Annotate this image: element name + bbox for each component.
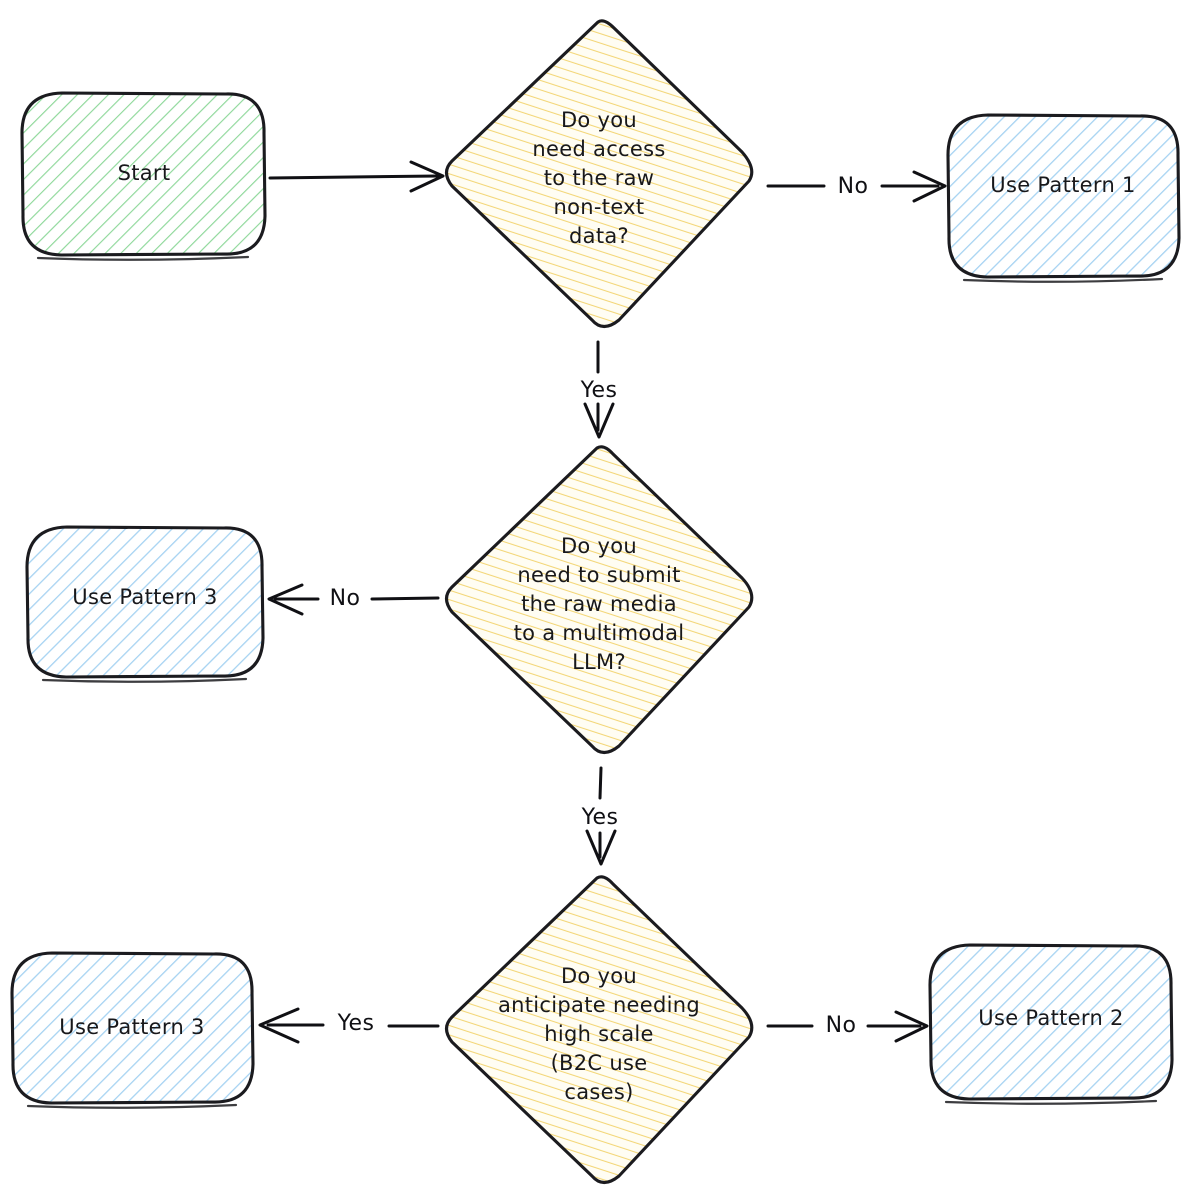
decision2-fill [446,446,752,753]
decision2-line-0: Do you [561,534,637,558]
start-shadow [36,255,250,261]
decision1-fill [446,20,752,327]
node-pattern3-bottom[interactable]: Use Pattern 3 [10,951,255,1109]
edge-d3no-arrowhead [894,1010,929,1043]
decision1-line-0: Do you [561,108,637,132]
edge-decision2-yes: Yes [581,766,619,866]
pattern3-bottom-label: Use Pattern 3 [59,1015,204,1039]
pattern1-fill [948,115,1179,277]
pattern1-shadow [962,277,1164,283]
decision3-line-1: anticipate needing [498,993,700,1017]
edge-d1yes-label: Yes [580,378,618,403]
decision2-line-1: need to submit [517,563,680,587]
edge-decision1-no: No [766,170,947,203]
decision2-outline [444,445,754,755]
edge-d2yes-label: Yes [581,805,619,830]
edge-start-arrowhead [409,160,445,193]
decision3-line-3: (B2C use [551,1051,648,1075]
edge-d3yes-arrowhead [258,1007,300,1044]
pattern1-outline [946,113,1181,279]
decision1-line-3: non-text [554,195,645,219]
decision3-line-4: cases) [564,1080,633,1104]
edge-d1yes-arrowhead [583,402,615,439]
pattern3-mid-shadow [41,677,248,683]
edge-d3no-label: No [826,1013,857,1038]
node-start[interactable]: Start [20,91,267,261]
decision1-line-2: to the raw [544,166,655,190]
decision2-line-4: LLM? [572,650,626,674]
edge-d2no-line-right [370,596,440,601]
pattern3-mid-label: Use Pattern 3 [72,585,217,609]
pattern3-bottom-outline [10,951,255,1105]
edge-decision3-yes: Yes [258,1007,440,1044]
node-decision2[interactable]: Do you need to submit the raw media to a… [444,445,754,755]
pattern3-bottom-shadow [26,1103,238,1109]
decision3-text: Do you anticipate needing high scale (B2… [498,964,700,1104]
node-pattern3-mid[interactable]: Use Pattern 3 [25,525,265,683]
pattern3-bottom-fill [12,953,253,1103]
edge-d3yes-label: Yes [337,1011,375,1036]
pattern2-shadow [944,1099,1158,1105]
start-fill [22,93,265,255]
decision3-fill [446,876,752,1183]
node-pattern2[interactable]: Use Pattern 2 [928,943,1174,1105]
pattern1-label: Use Pattern 1 [990,173,1135,197]
edge-d2yes-arrowhead [585,829,617,866]
decision3-line-0: Do you [561,964,637,988]
edge-start-line [268,174,440,180]
decision1-outline [444,19,754,329]
edge-decision2-no: No [267,583,440,616]
decision3-outline [444,875,754,1185]
pattern2-label: Use Pattern 2 [978,1006,1123,1030]
start-outline [20,91,267,257]
edge-d2no-label: No [330,586,361,611]
decision1-line-1: need access [532,137,665,161]
edge-d1no-arrowhead [912,170,947,203]
decision2-line-3: to a multimodal [514,621,685,645]
decision3-line-2: high scale [544,1022,654,1046]
edge-d2yes-line-top [598,766,603,800]
pattern2-outline [928,943,1174,1101]
node-pattern1[interactable]: Use Pattern 1 [946,113,1181,283]
node-decision1[interactable]: Do you need access to the raw non-text d… [444,19,754,329]
decision2-line-2: the raw media [521,592,677,616]
edge-decision3-no: No [766,1010,929,1043]
edge-d1no-label: No [838,174,869,199]
node-decision3[interactable]: Do you anticipate needing high scale (B2… [444,875,754,1185]
decision1-line-4: data? [569,224,629,248]
edge-decision1-yes: Yes [580,340,618,439]
decision1-text: Do you need access to the raw non-text d… [532,108,665,248]
pattern2-fill [930,945,1172,1099]
edge-start-to-decision1 [268,160,445,193]
pattern3-mid-outline [25,525,265,679]
edge-d2no-arrowhead [267,583,304,616]
decision2-text: Do you need to submit the raw media to a… [514,534,685,674]
start-label: Start [118,161,171,185]
pattern3-mid-fill [27,527,263,677]
